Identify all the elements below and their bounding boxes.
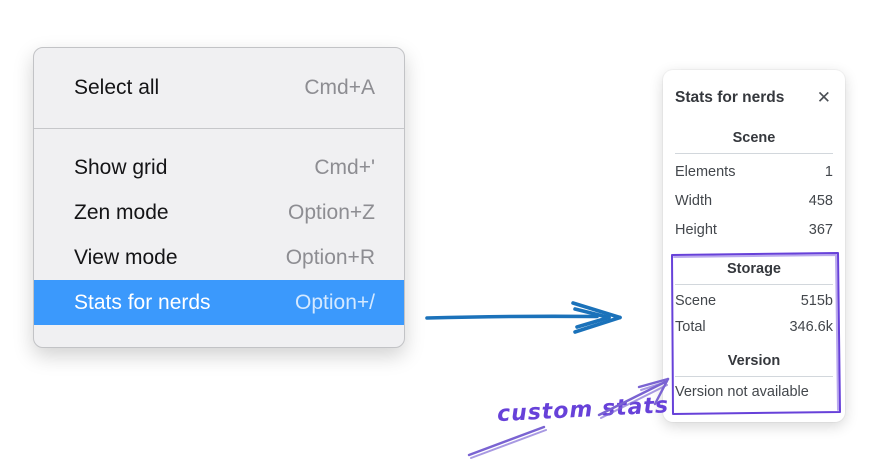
menu-item-label: Stats for nerds <box>74 290 211 314</box>
stats-panel-header: Stats for nerds ✕ <box>675 87 833 109</box>
menu-group: Show grid Cmd+' Zen mode Option+Z View m… <box>34 129 404 339</box>
section-divider <box>675 376 833 377</box>
stat-row-height: Height 367 <box>675 215 833 244</box>
context-menu: Select all Cmd+A Show grid Cmd+' Zen mod… <box>33 47 405 348</box>
version-section-heading: Version <box>727 353 781 369</box>
stat-row-elements: Elements 1 <box>675 157 833 186</box>
menu-item-label: Zen mode <box>74 200 169 224</box>
menu-item-label: Show grid <box>74 155 168 179</box>
menu-divider <box>34 128 404 129</box>
menu-item-label: Select all <box>74 76 160 99</box>
annotation-label: custom stats <box>496 393 670 428</box>
menu-item-shortcut: Cmd+A <box>304 76 375 99</box>
stat-value: 1 <box>824 163 833 180</box>
stat-row-scene-storage: Scene 515b <box>675 288 833 314</box>
menu-item-shortcut: Option+Z <box>288 200 375 224</box>
menu-item-select-all[interactable]: Select all Cmd+A <box>34 48 404 128</box>
stat-value: 346.6k <box>789 319 833 335</box>
stat-value: 367 <box>808 221 833 238</box>
storage-section-heading: Storage <box>727 261 781 277</box>
stats-panel: Stats for nerds ✕ Scene Elements 1 Width… <box>663 70 845 422</box>
stat-label: Width <box>675 192 713 209</box>
menu-item-label: View mode <box>74 245 178 269</box>
menu-item-shortcut: Cmd+' <box>314 155 375 179</box>
stat-label: Elements <box>675 163 736 180</box>
scene-section-heading: Scene <box>732 130 776 146</box>
stat-row-total-storage: Total 346.6k <box>675 314 833 340</box>
stats-panel-title: Stats for nerds <box>675 89 785 106</box>
section-divider <box>675 284 833 285</box>
menu-item-shortcut: Option+/ <box>295 290 375 314</box>
stat-value: 515b <box>800 293 833 309</box>
stat-label: Height <box>675 221 717 238</box>
stat-row-width: Width 458 <box>675 186 833 215</box>
connector-arrow-icon <box>425 301 622 334</box>
menu-item-view-mode[interactable]: View mode Option+R <box>34 235 404 280</box>
section-divider <box>675 153 833 154</box>
close-icon[interactable]: ✕ <box>816 87 831 108</box>
menu-item-stats-for-nerds[interactable]: Stats for nerds Option+/ <box>34 280 404 325</box>
annotation-arrow-tail-icon <box>467 425 547 459</box>
menu-item-zen-mode[interactable]: Zen mode Option+Z <box>34 190 404 235</box>
stat-label: Total <box>675 319 706 335</box>
menu-item-show-grid[interactable]: Show grid Cmd+' <box>34 145 404 190</box>
version-note: Version not available <box>675 384 809 400</box>
menu-item-shortcut: Option+R <box>285 245 375 269</box>
stat-label: Scene <box>675 293 717 309</box>
stat-value: 458 <box>808 192 833 209</box>
